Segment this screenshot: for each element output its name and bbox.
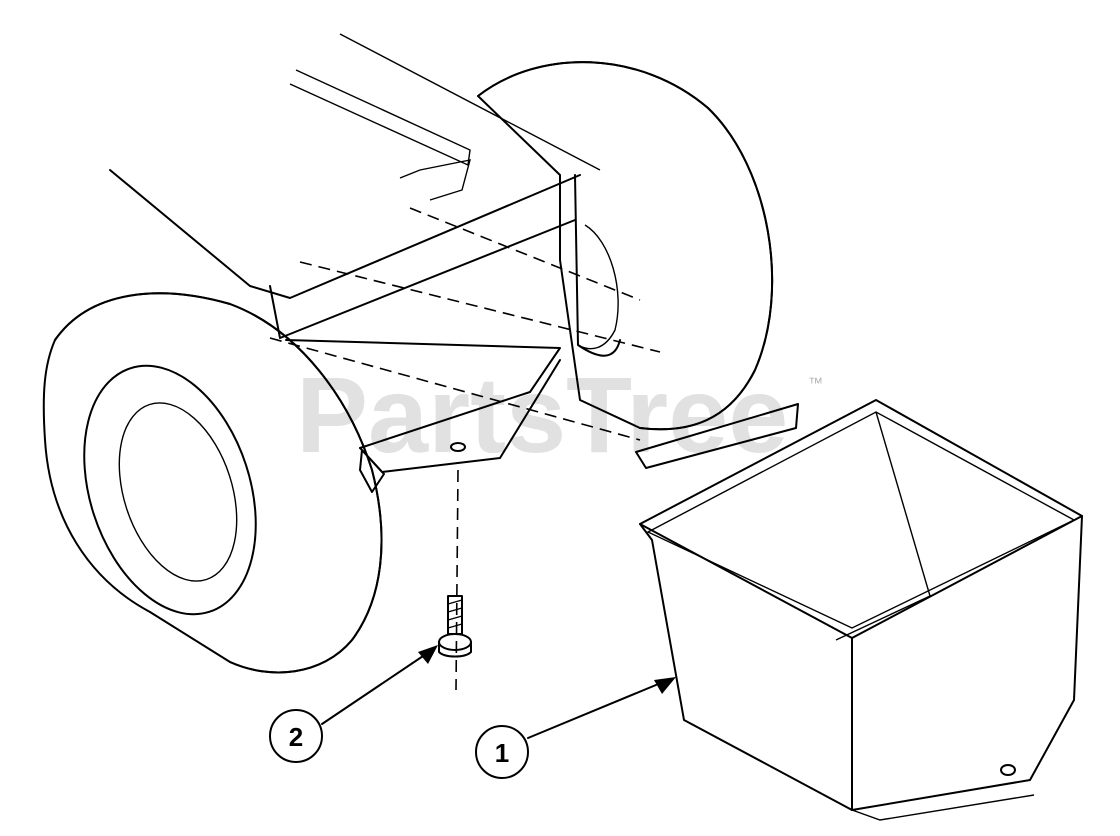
frame-bracket (399, 159, 471, 201)
left-wheel-rim (83, 364, 257, 616)
watermark-text: PartsTree (296, 354, 788, 475)
hopper-hole (1000, 764, 1016, 776)
callout-1-arrowhead (654, 677, 676, 694)
callout-1-label: 1 (495, 738, 509, 768)
bolt-head (438, 633, 472, 651)
callout-1: 1 (475, 677, 676, 779)
left-wheel-hub (118, 402, 238, 582)
hopper-inner-crease (875, 411, 931, 597)
callout-2-leader (321, 649, 433, 725)
drawbar-top (285, 339, 561, 449)
tractor-frame (109, 33, 621, 493)
hopper-hook (635, 403, 799, 469)
hopper-rim-inner (646, 411, 1076, 629)
callout-1-leader (527, 679, 669, 739)
callout-2-arrowhead (418, 645, 438, 664)
hopper-inner-floor (835, 595, 931, 641)
rear-right-wheel (477, 61, 774, 431)
frame-left-rail (289, 69, 471, 167)
left-wheel (42, 292, 383, 674)
callout-2-circle (269, 709, 323, 763)
frame-upper-panel (109, 169, 581, 299)
bolt (438, 595, 472, 658)
frame-side-plate (574, 174, 621, 357)
callout-1-circle (475, 725, 529, 779)
callout-2-label: 2 (289, 722, 303, 752)
watermark: PartsTree ™ (296, 354, 823, 475)
hopper-front-right (851, 515, 1083, 811)
drawbar-tip (359, 449, 385, 493)
frame-top-edge (339, 33, 601, 171)
hopper-front-left (639, 523, 853, 811)
hopper (635, 399, 1083, 821)
drawbar-hole (450, 442, 466, 452)
watermark-trademark: ™ (808, 375, 823, 392)
callout-2: 2 (269, 645, 438, 763)
frame-lower-edge (269, 219, 576, 339)
hopper-base (851, 794, 1035, 821)
assembly-lines (269, 207, 661, 691)
